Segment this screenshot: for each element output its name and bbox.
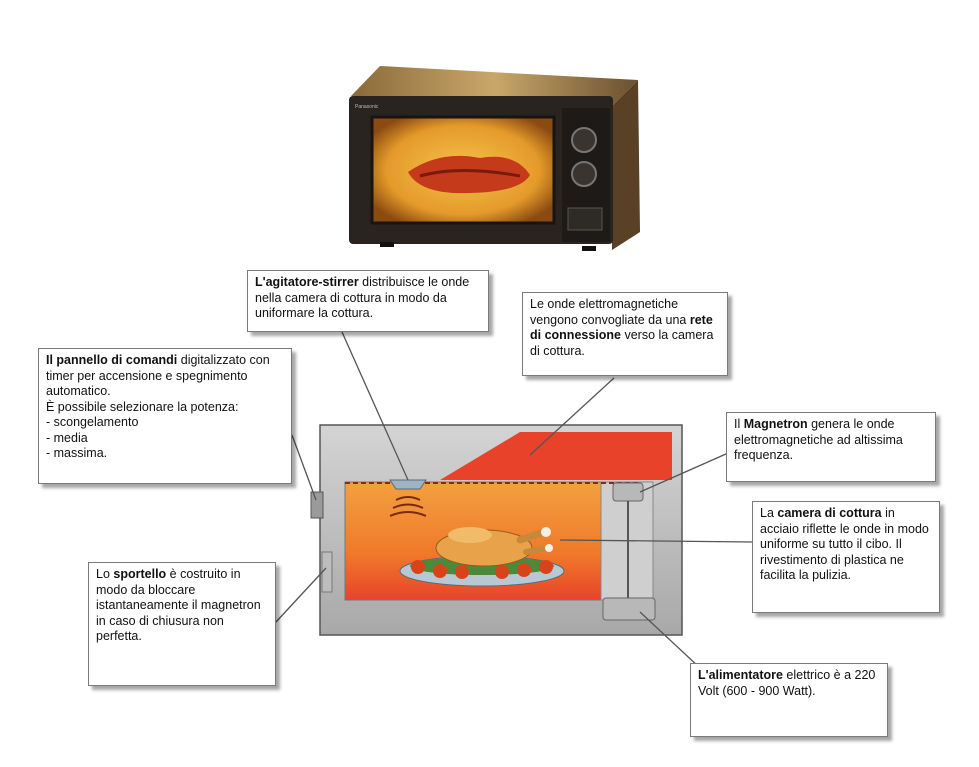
- callout-stirrer: L'agitatore-stirrer distribuisce le onde…: [247, 270, 489, 332]
- panel-option: - scongelamento: [46, 415, 139, 429]
- door-title: sportello: [113, 567, 167, 581]
- control-panel-icon: [310, 491, 324, 519]
- waves-text-post: verso la camera di cottura.: [530, 328, 714, 358]
- panel-title: Il pannello di comandi: [46, 353, 178, 367]
- food-in-window: [408, 155, 530, 194]
- callout-waves: Le onde elettromagnetiche vengono convog…: [522, 292, 728, 376]
- callout-magnetron: Il Magnetron genera le onde elettromagne…: [726, 412, 936, 482]
- callout-control-panel: Il pannello di comandi digitalizzato con…: [38, 348, 292, 484]
- power-title: L'alimentatore: [698, 668, 783, 682]
- wave-icon: [389, 496, 427, 517]
- door-text-pre: Lo: [96, 567, 114, 581]
- panel-power-label: È possibile selezionare la potenza:: [46, 399, 239, 414]
- waves-text-pre: Le onde elettromagnetiche vengono convog…: [530, 297, 690, 327]
- knob-power-icon: [571, 161, 597, 187]
- chamber-text-post: in acciaio riflette le onde in modo unif…: [760, 506, 929, 582]
- magnetron-icon: [612, 482, 644, 502]
- stirrer-text: distribuisce le onde nella camera di cot…: [255, 275, 470, 320]
- chamber-text-pre: La: [760, 506, 778, 520]
- stirrer-title: L'agitatore-stirrer: [255, 275, 359, 289]
- panel-option: - media: [46, 430, 88, 445]
- chamber-title: camera di cottura: [777, 506, 882, 520]
- microwave-photo: Panasonic: [349, 66, 640, 251]
- door-text-post: è costruito in modo da bloccare istantan…: [96, 567, 261, 643]
- knob-timer-icon: [571, 127, 597, 153]
- stirrer-icon: [389, 479, 427, 490]
- microwave-diagram: [310, 424, 683, 636]
- callout-door: Lo sportello è costruito in modo da bloc…: [88, 562, 276, 686]
- chicken-icon: [399, 527, 565, 587]
- magnetron-text-pre: Il: [734, 417, 744, 431]
- magnetron-text-post: genera le onde elettromagnetiche ad alti…: [734, 417, 903, 462]
- door-release-button: [567, 207, 603, 231]
- power-supply-icon: [602, 597, 656, 621]
- leader-lines: [275, 331, 753, 669]
- panel-text: digitalizzato con timer per accensione e…: [46, 353, 270, 398]
- brand-label: Panasonic: [355, 104, 379, 110]
- waveguide: [440, 432, 672, 480]
- callout-chamber: La camera di cottura in acciaio riflette…: [752, 501, 940, 613]
- power-text: elettrico è a 220 Volt (600 - 900 Watt).: [698, 668, 876, 698]
- door-icon: [321, 551, 333, 593]
- callout-power-supply: L'alimentatore elettrico è a 220 Volt (6…: [690, 663, 888, 737]
- panel-option: - massima.: [46, 446, 108, 460]
- waves-title: rete di connessione: [530, 312, 713, 343]
- magnetron-title: Magnetron: [743, 417, 808, 431]
